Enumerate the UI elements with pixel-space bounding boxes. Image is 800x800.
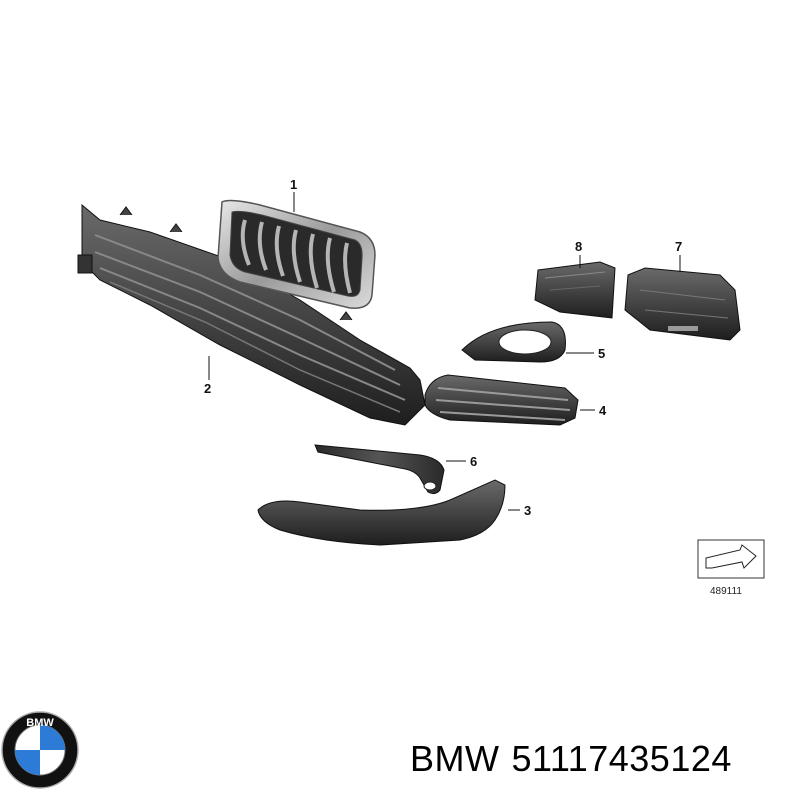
part-bracket [534,261,616,319]
part-trim-strip [314,444,445,495]
callout-4: 4 [599,403,607,418]
leader-lines [208,192,681,511]
part-fog-light-cover [461,321,566,363]
callout-3: 3 [524,503,531,518]
logo-wordmark: BMW [26,717,54,729]
reference-number: 489111 [710,586,742,597]
arrow-icon [705,544,757,569]
part-air-duct [624,267,741,341]
callout-6: 6 [470,454,477,469]
part-kidney-grille [217,199,376,309]
part-number: 51117435124 [511,738,732,779]
bmw-logo: BMW [1,711,79,789]
callout-1: 1 [290,177,297,192]
callout-7: 7 [675,239,682,254]
callout-2: 2 [204,381,211,396]
part-lower-trim [257,479,506,546]
part-side-grille [424,374,579,426]
part-lower-grille [77,203,426,426]
callout-5: 5 [598,346,605,361]
callout-8: 8 [575,239,582,254]
brand-name: BMW [410,738,500,779]
reference-box: 489111 [697,539,765,597]
part-caption: BMW 51117435124 [410,738,732,780]
